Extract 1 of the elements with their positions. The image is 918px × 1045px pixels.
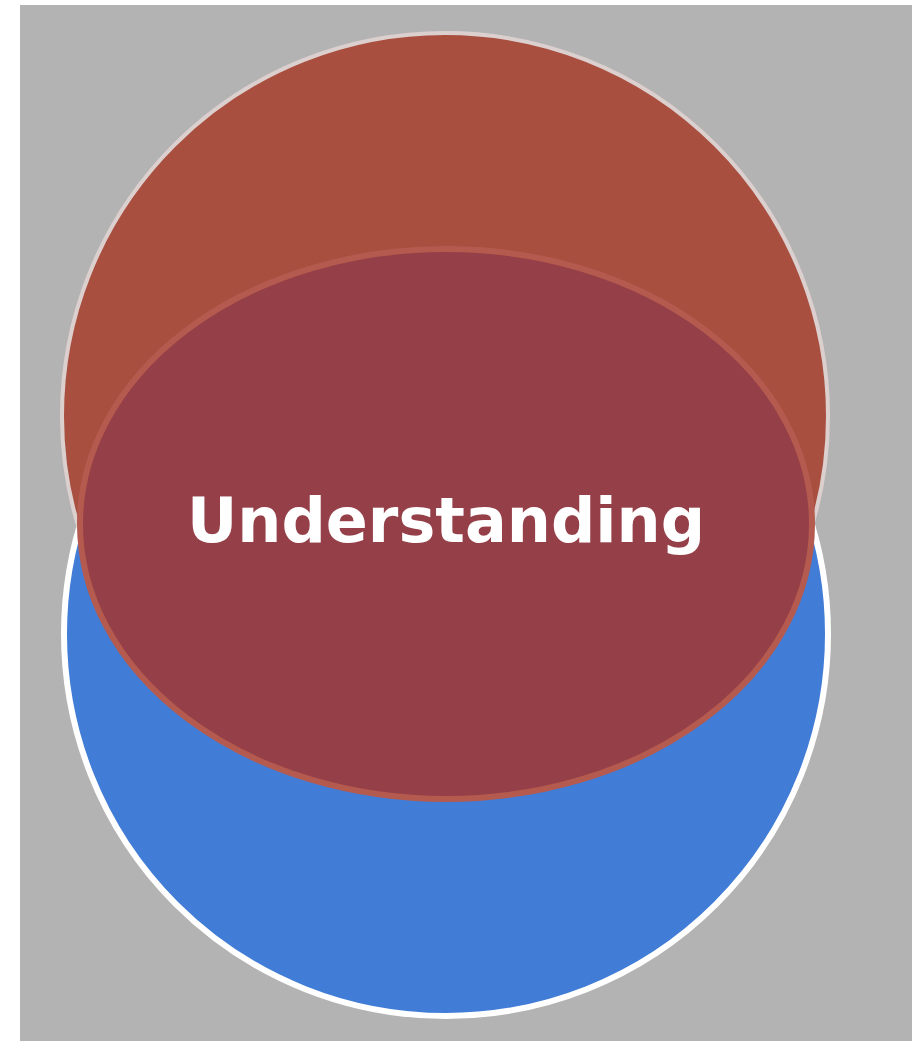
center-label: Understanding [185, 483, 707, 557]
